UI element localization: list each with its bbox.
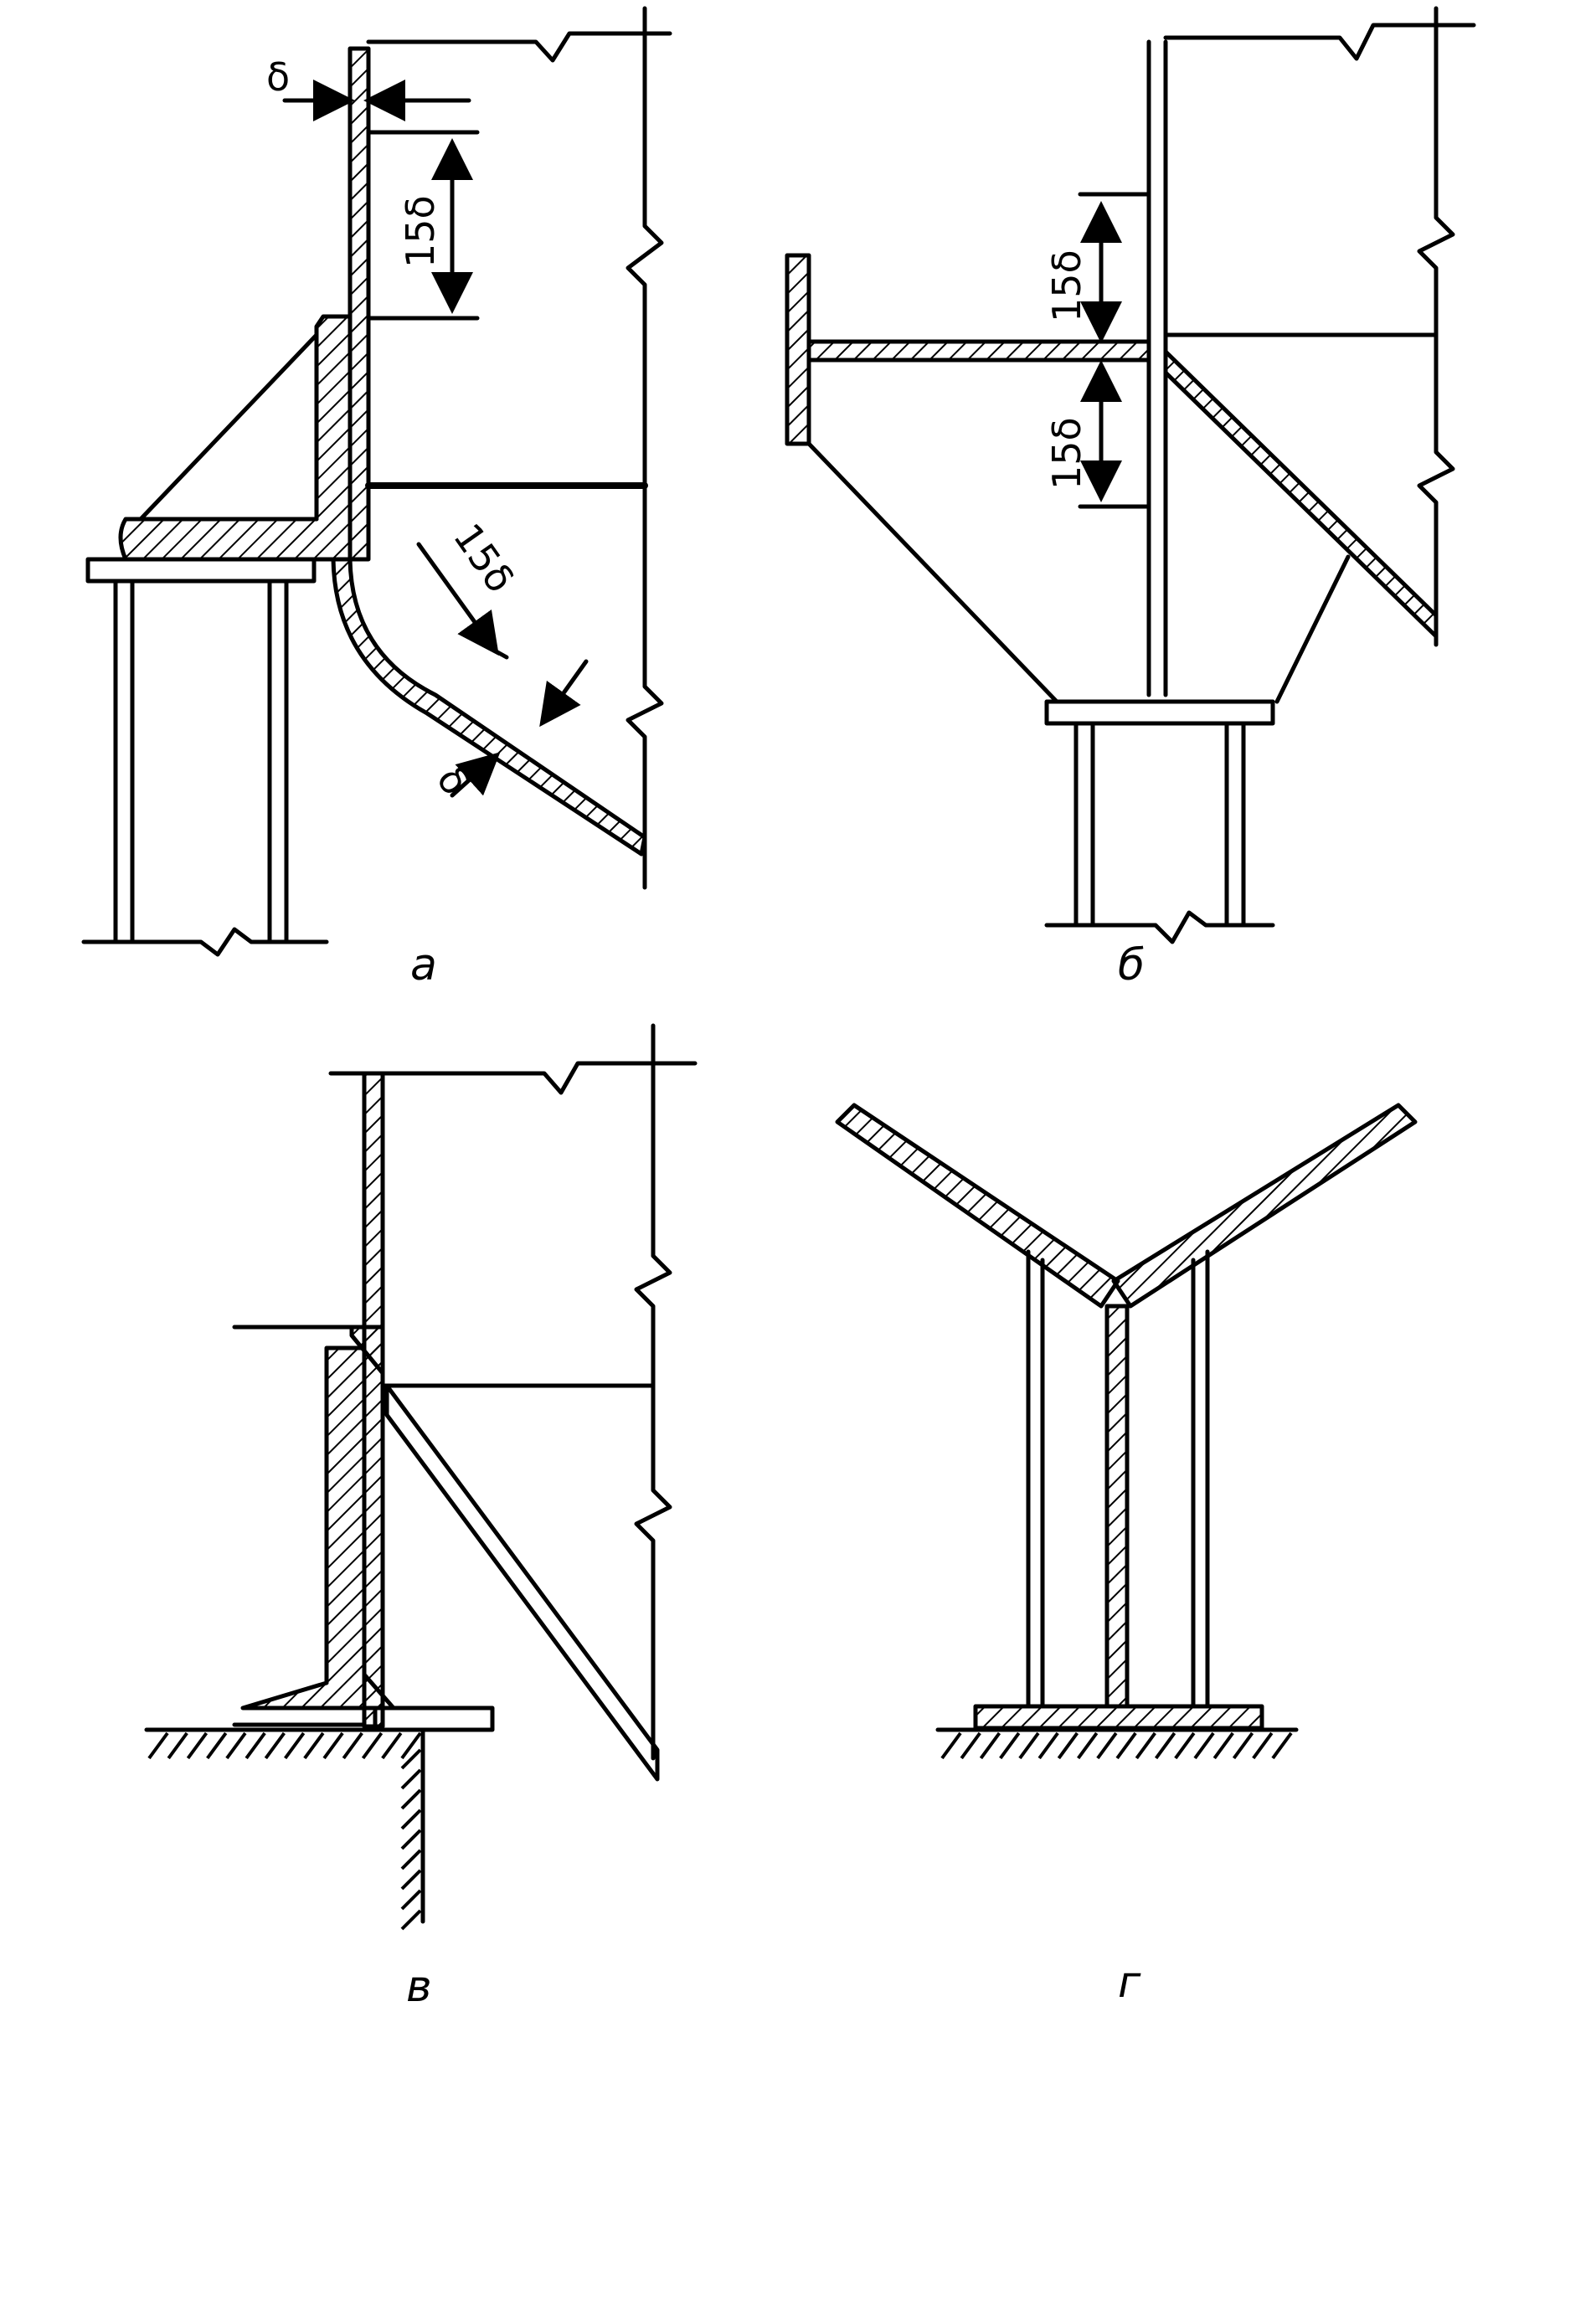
wall-hatch-stroke [400, 1909, 422, 1931]
wall-hatch-stroke [400, 1889, 422, 1911]
wall-plate-v [362, 1071, 385, 1729]
base-plate-b [1044, 699, 1275, 726]
ground-hatch-stroke [284, 1731, 306, 1760]
dim-15d-diag-a [416, 542, 499, 656]
wall-hatch-stroke [400, 1788, 422, 1810]
ground-hatch-stroke [999, 1731, 1021, 1760]
left-arm-g [835, 1103, 1120, 1309]
ground-hatch-stroke [322, 1731, 344, 1760]
wall-hatch-stroke [400, 1829, 422, 1850]
caption-b: б [1118, 940, 1145, 990]
angle-v [349, 1325, 385, 1376]
dim-delta-top-a: δ [266, 54, 290, 100]
ground-hatch-stroke [1154, 1731, 1176, 1760]
gusset-a [138, 332, 319, 522]
ground-hatch-stroke [342, 1731, 363, 1760]
ground-hatch-stroke [1252, 1731, 1274, 1760]
ground-hatch-stroke [1271, 1731, 1293, 1760]
ground-hatch-stroke [264, 1731, 286, 1760]
caption-v: в [406, 1962, 432, 2012]
ground-hatch-stroke [147, 1731, 169, 1760]
ground-hatch-stroke [960, 1731, 981, 1760]
panel-v [144, 1023, 698, 1924]
hopper-right-b [1274, 554, 1351, 704]
ground-hatch-stroke [1212, 1731, 1234, 1760]
base-plate-a [85, 557, 317, 584]
ground-hatch-stroke [1096, 1731, 1118, 1760]
ground-hatch-stroke [1057, 1731, 1079, 1760]
dim-15d-top-b: 15δ [1044, 250, 1089, 322]
ground-hatch-stroke [400, 1731, 422, 1760]
panel-a [81, 6, 672, 957]
ground-hatch-stroke [361, 1731, 384, 1760]
wall-hatch-stroke [400, 1748, 422, 1770]
ground-hatch-stroke [381, 1731, 403, 1760]
wall-hatch-stroke [400, 1849, 422, 1870]
break-line-top-a [366, 31, 672, 63]
ground-hatch-stroke [1174, 1731, 1196, 1760]
ground-hatch-stroke [1232, 1731, 1254, 1760]
horizontal-plate-b [806, 339, 1151, 363]
dim-15d-bot-b: 15δ [1044, 417, 1089, 490]
panel-g [835, 1103, 1418, 1732]
base-plate-g [973, 1704, 1264, 1731]
ground-hatching [147, 1731, 1293, 1931]
panel-b [785, 6, 1476, 944]
bent-plate-a [331, 557, 647, 857]
caption-a: а [410, 940, 437, 990]
ground-hatch-stroke [1135, 1731, 1156, 1760]
ground-hatch-stroke [225, 1731, 247, 1760]
ground-hatch-stroke [206, 1731, 228, 1760]
flange-plate-b [785, 253, 811, 446]
ground-hatch-stroke [186, 1731, 209, 1760]
ground-hatch-stroke [1115, 1731, 1137, 1760]
ground-hatch-stroke [167, 1731, 188, 1760]
break-line-top-v [328, 1061, 698, 1095]
break-line-top-b [1163, 23, 1476, 61]
wall-hatch-stroke [400, 1869, 422, 1891]
vertical-web-g [1104, 1304, 1130, 1709]
ground-hatch-stroke [1018, 1731, 1040, 1760]
right-arm-g [1111, 1103, 1418, 1309]
right-boundary-b [1417, 6, 1455, 647]
sloped-plate-b [1163, 349, 1439, 639]
wall-plate-a [348, 46, 371, 562]
ground-hatch-stroke [1077, 1731, 1099, 1760]
dim-15d-vert-a: 15δ [398, 195, 443, 268]
wall-hatch-stroke [400, 1768, 422, 1790]
ground-hatch-stroke [940, 1731, 962, 1760]
ground-hatch-stroke [1193, 1731, 1215, 1760]
right-boundary-v [634, 1023, 672, 1761]
right-boundary-a [626, 6, 664, 890]
base-plate-v [373, 1705, 495, 1732]
break-line-bottom-a [81, 927, 329, 957]
ground-hatch-stroke [1037, 1731, 1059, 1760]
angle-section-a [118, 314, 353, 562]
dim-15d-diag-a: 15δ [445, 515, 523, 600]
ground-hatch-stroke [979, 1731, 1001, 1760]
break-line-bottom-b [1044, 910, 1275, 944]
wall-hatch-stroke [400, 1808, 422, 1830]
ground-hatch-stroke [245, 1731, 266, 1760]
dim-delta-diag-a [450, 752, 501, 798]
sloped-plate-v [384, 1383, 660, 1782]
ground-hatch-stroke [303, 1731, 325, 1760]
caption-g: г [1118, 1958, 1141, 2008]
dim-delta-diag-a2 [539, 659, 589, 728]
hopper-left-b [806, 441, 1059, 704]
